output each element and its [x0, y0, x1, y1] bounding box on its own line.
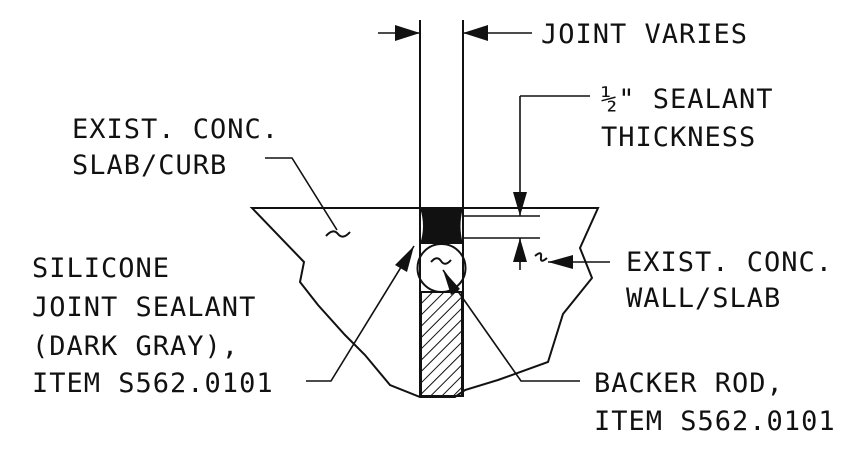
joint-width-right-arrow: [463, 25, 488, 41]
sealant-thickness-lower-arrow: [513, 238, 527, 262]
joint-filler-hatched: [420, 291, 463, 397]
wall-slab-symbol: [534, 252, 548, 262]
backer-rod-label-line2: ITEM S562.0101: [594, 406, 836, 437]
silicone-sealant-fill: [420, 208, 463, 244]
wall-slab-arrow: [548, 255, 573, 269]
backer-rod-symbol: [430, 257, 452, 265]
silicone-label-line1: SILICONE: [32, 253, 170, 284]
joint-varies-label: JOINT VARIES: [541, 19, 748, 50]
sealant-thickness-label-line2: THICKNESS: [601, 122, 756, 153]
sealant-thickness-label-line1: ½" SEALANT: [601, 84, 774, 115]
exist-wall-slab-label-line2: WALL/SLAB: [626, 283, 781, 314]
backer-rod-leader: [442, 269, 580, 382]
silicone-label-line2: JOINT SEALANT: [32, 292, 256, 323]
silicone-label-line4: ITEM S562.0101: [32, 368, 274, 399]
slab-curb-symbol: [325, 230, 351, 238]
joint-width-left-arrow: [395, 25, 420, 41]
exist-slab-curb-label-line2: SLAB/CURB: [72, 150, 227, 181]
backer-rod-circle: [416, 243, 467, 293]
slab-curb-leader: [265, 157, 338, 231]
backer-rod-arrow: [443, 270, 460, 295]
sealant-thickness-upper-arrow: [513, 192, 527, 216]
silicone-arrow: [395, 246, 414, 272]
exist-slab-curb-label-line1: EXIST. CONC.: [72, 114, 279, 145]
silicone-label-line3: (DARK GRAY),: [32, 331, 239, 362]
exist-wall-slab-label-line1: EXIST. CONC.: [626, 247, 833, 278]
backer-rod-label-line1: BACKER ROD,: [594, 368, 784, 399]
silicone-leader: [306, 245, 415, 382]
